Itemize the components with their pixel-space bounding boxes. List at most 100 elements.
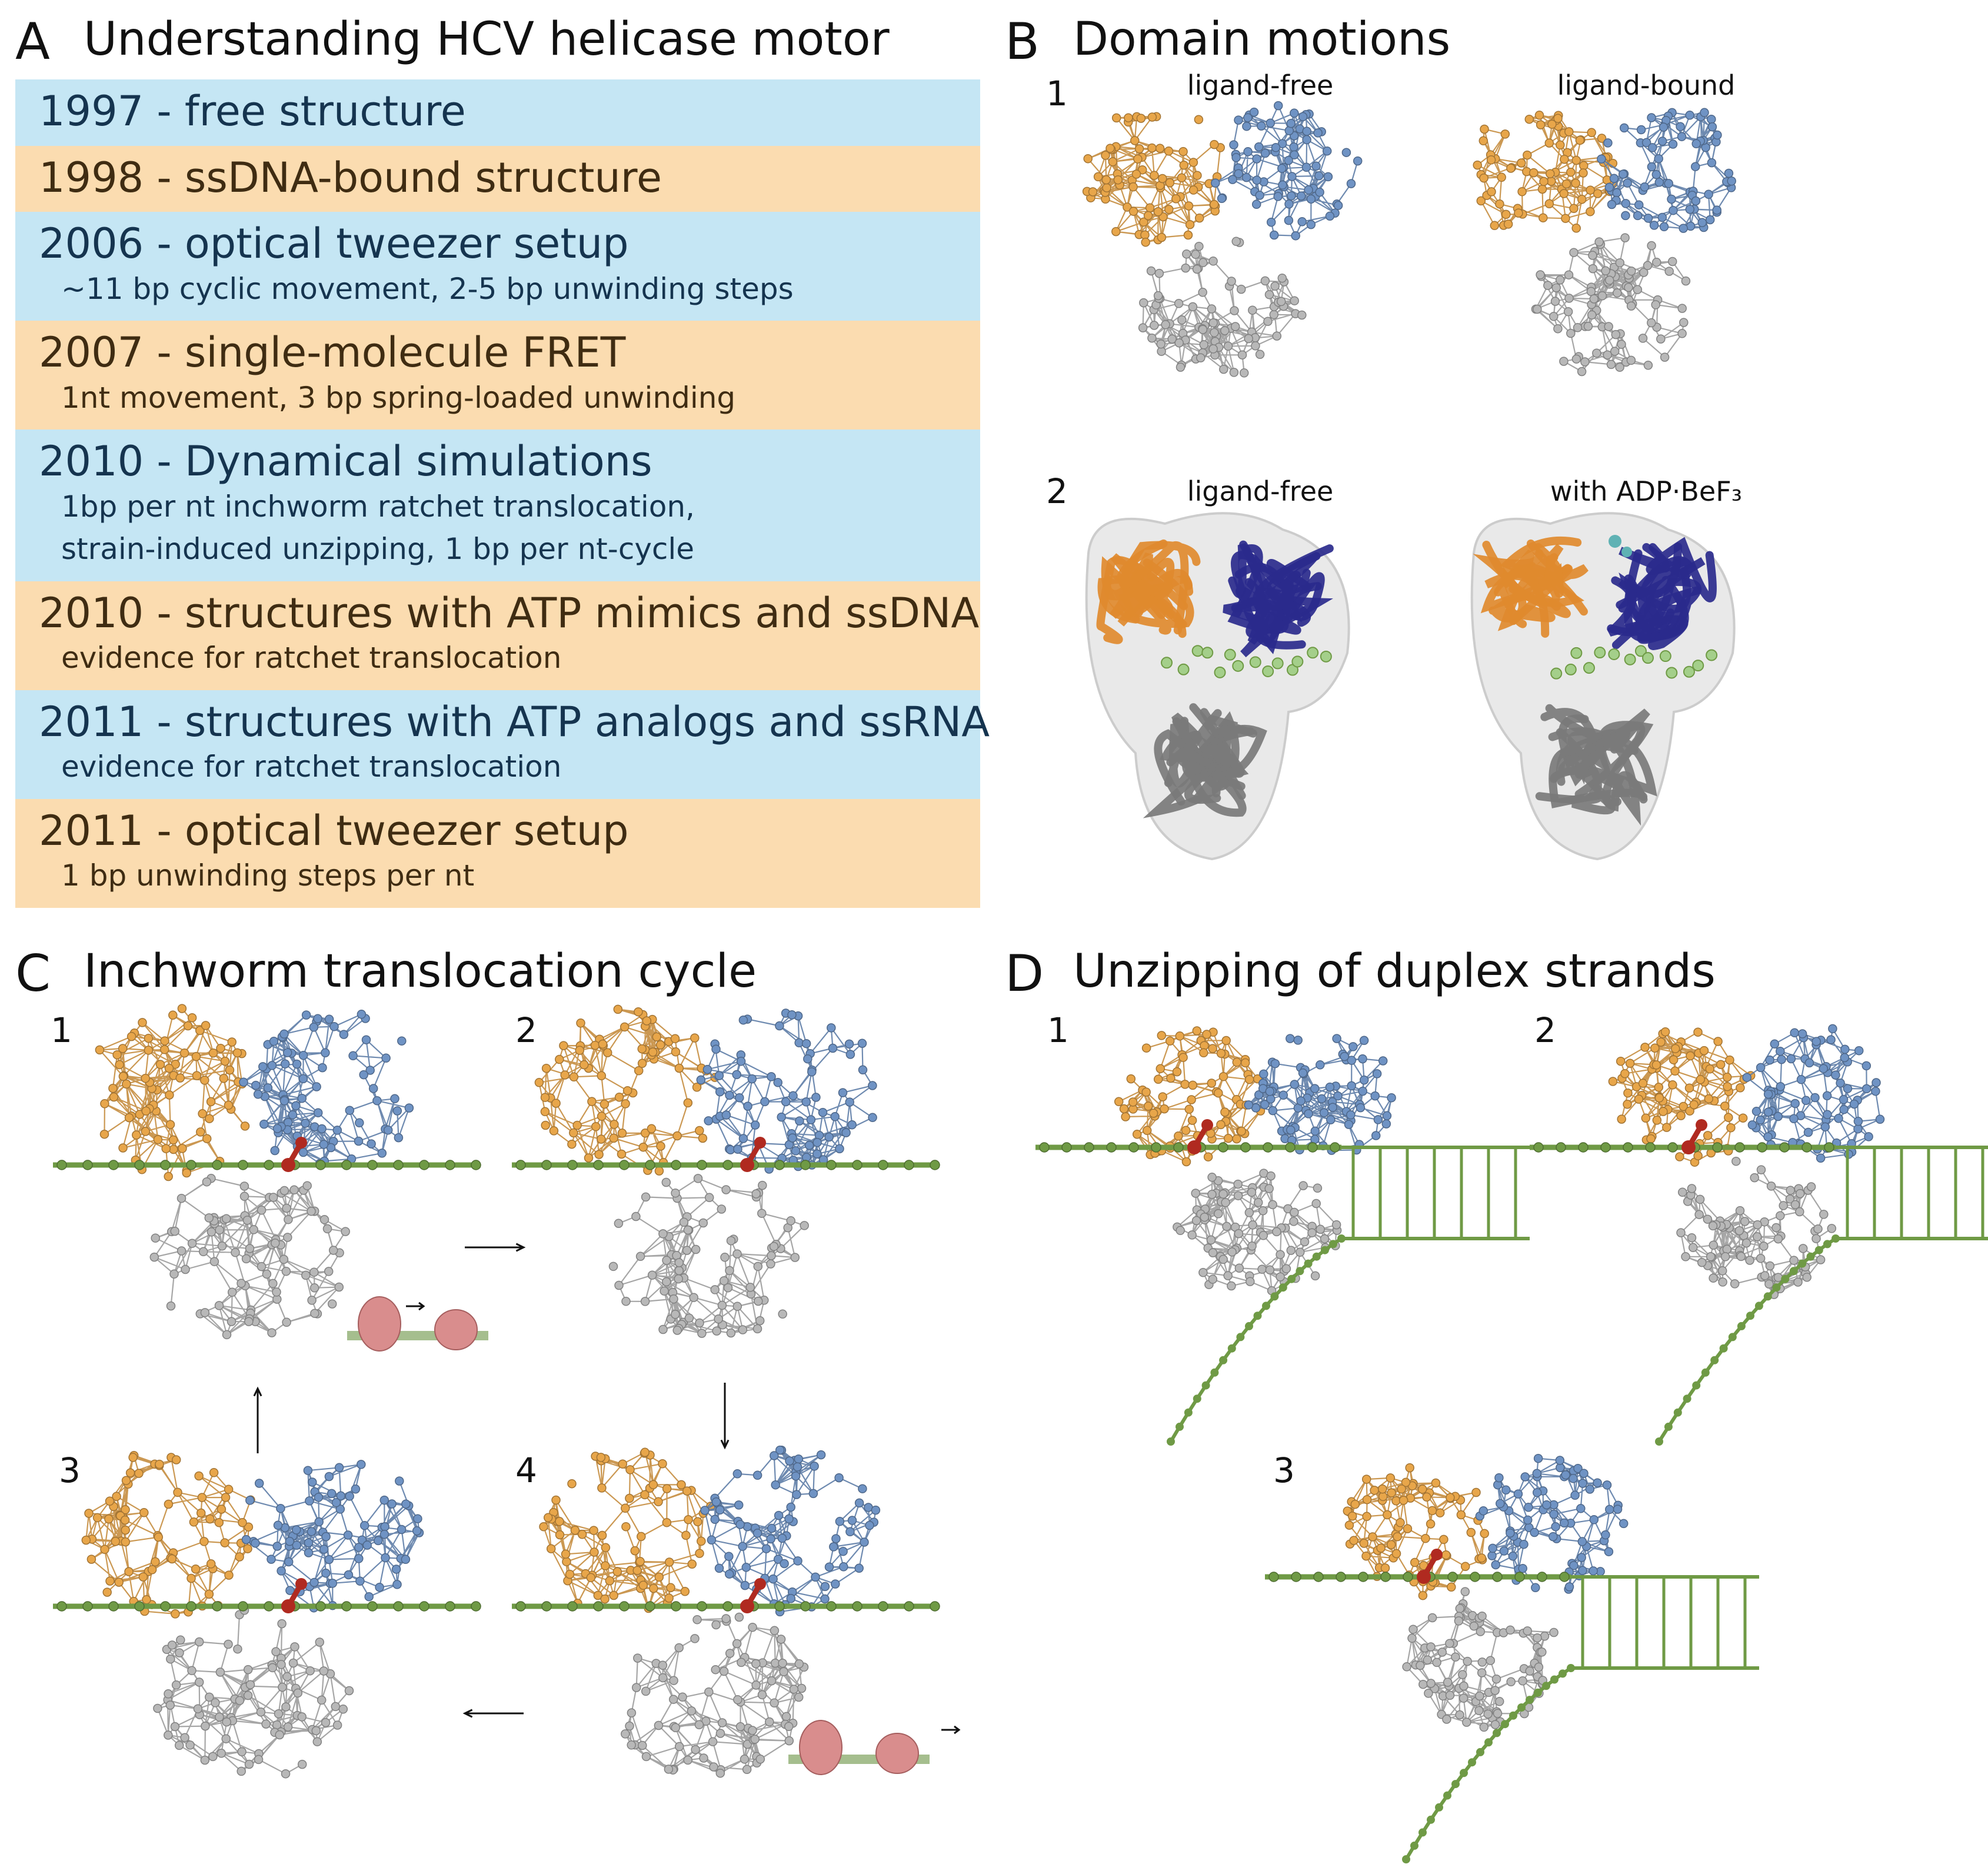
network-bead (1690, 162, 1700, 171)
network-bead (1101, 175, 1111, 185)
cycle-arrow-2-to-4 (720, 1383, 730, 1450)
network-bead (1777, 1054, 1786, 1064)
network-bead (1654, 1083, 1664, 1092)
panel-b-1-ligand-free-molecule (1082, 101, 1363, 378)
network-bead (1272, 331, 1282, 341)
network-bead (245, 1244, 255, 1253)
network-bead (1310, 1134, 1320, 1144)
network-bead (697, 1536, 706, 1546)
network-bead (216, 1043, 225, 1053)
network-bead (1685, 205, 1695, 214)
network-bead (1244, 1208, 1254, 1217)
network-bead (200, 1076, 209, 1085)
network-bead (1380, 1563, 1390, 1573)
network-bead (1244, 1100, 1254, 1110)
network-bead (281, 1266, 291, 1276)
network-bead (1616, 1056, 1626, 1066)
panel-d-number-3: 3 (1273, 1450, 1295, 1490)
network-bead (1647, 113, 1656, 122)
network-bead (1477, 1553, 1487, 1563)
network-bead (794, 1659, 804, 1669)
network-bead (738, 1134, 748, 1143)
network-bead (871, 1505, 881, 1515)
network-bead (648, 1480, 658, 1490)
network-bead (1184, 1104, 1194, 1114)
network-bead (1218, 1254, 1228, 1264)
network-bead (797, 1683, 807, 1693)
network-bead (1344, 1520, 1354, 1530)
network-bead (154, 1532, 164, 1542)
network-bead (757, 1690, 767, 1700)
network-bead (175, 1648, 184, 1657)
network-bead (704, 1116, 713, 1126)
network-bead (732, 1249, 742, 1259)
marker-bead (1187, 1140, 1201, 1154)
network-bead (232, 1048, 242, 1058)
network-bead (1759, 1241, 1769, 1251)
network-bead (710, 1285, 720, 1294)
network-bead (1585, 1484, 1595, 1494)
network-bead (662, 1256, 671, 1265)
network-bead (1146, 266, 1156, 276)
network-bead (1323, 172, 1333, 182)
timeline-detail: ~11 bp cyclic movement, 2-5 bp unwinding… (61, 271, 794, 306)
network-bead (593, 1590, 603, 1600)
network-bead (1604, 322, 1613, 331)
translocation-marker (281, 1578, 307, 1613)
network-bead (187, 1573, 196, 1583)
network-bead (138, 1018, 147, 1027)
network-bead (792, 1490, 801, 1499)
network-bead (194, 1637, 204, 1647)
strand-node (1470, 1572, 1480, 1582)
translocation-marker (740, 1578, 766, 1613)
domain-1-network (539, 1447, 715, 1613)
panel-b-2-ligand-free-molecule (1085, 512, 1350, 861)
network-bead (1604, 1547, 1614, 1556)
network-bead (1418, 1679, 1428, 1689)
network-bead (1735, 1206, 1745, 1216)
network-bead (1652, 1116, 1662, 1125)
network-bead (1252, 175, 1261, 185)
network-bead (1268, 1200, 1277, 1210)
network-bead (1361, 1474, 1371, 1484)
network-bead (1439, 1535, 1448, 1545)
network-bead (1234, 1263, 1244, 1273)
network-bead (311, 1726, 321, 1736)
ribbon-strand (1118, 541, 1201, 635)
network-bead (1657, 212, 1667, 222)
network-bead (1685, 111, 1694, 120)
network-bead (784, 1736, 794, 1746)
network-bead (1281, 1264, 1291, 1274)
network-bead (1530, 1527, 1539, 1537)
network-bead (672, 1131, 682, 1141)
network-bead (1316, 1224, 1325, 1234)
network-bead (857, 1038, 867, 1048)
network-bead (647, 1124, 657, 1134)
panel-c-letter: C (15, 944, 51, 1003)
network-bead (1651, 258, 1661, 267)
network-bead (740, 1755, 750, 1764)
network-bead (1801, 1096, 1811, 1106)
strand-node (1737, 1322, 1746, 1330)
network-bead (1819, 1210, 1829, 1219)
strand-node (567, 1601, 578, 1612)
network-bead (674, 1266, 684, 1276)
strand-node (160, 1601, 171, 1612)
network-bead (1347, 1511, 1357, 1521)
network-bead (1290, 296, 1299, 305)
network-bead (344, 1686, 354, 1696)
network-bead (200, 1755, 210, 1765)
network-bead (1667, 194, 1676, 204)
network-bead (1494, 1473, 1504, 1483)
network-bead (1258, 1206, 1268, 1216)
network-bead (800, 1221, 809, 1230)
network-bead (1234, 115, 1243, 125)
network-bead (357, 1010, 367, 1019)
strand-node (1734, 1142, 1745, 1153)
network-bead (640, 1447, 650, 1457)
network-bead (215, 1667, 225, 1677)
network-bead (714, 1071, 724, 1080)
network-bead (1248, 305, 1257, 315)
